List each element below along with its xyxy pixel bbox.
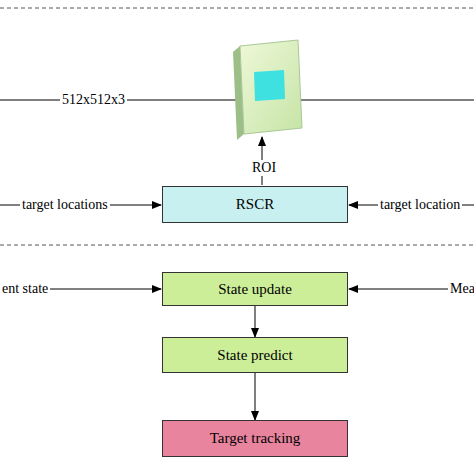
flow-label: target locations	[20, 197, 110, 213]
flow-arrow	[255, 306, 256, 337]
flow-label: ROI	[250, 160, 278, 176]
process-box: State update	[162, 272, 348, 306]
dashed-divider	[0, 8, 474, 9]
node-text: State predict	[217, 347, 292, 364]
flow-arrow	[255, 373, 256, 420]
process-box: RSCR	[162, 186, 348, 223]
flow-label: ent state	[0, 281, 50, 297]
image-plane	[240, 40, 302, 134]
roi-square	[254, 70, 285, 101]
node-text: State update	[218, 281, 292, 298]
flow-label: target location	[378, 197, 462, 213]
flow-label: 512x512x3	[60, 92, 127, 108]
dashed-divider	[0, 245, 474, 246]
output-line	[300, 100, 474, 101]
node-text: Target tracking	[210, 430, 301, 447]
flow-label: Mea	[448, 281, 474, 297]
process-box: State predict	[162, 337, 348, 373]
process-box: Target tracking	[162, 420, 348, 457]
node-text: RSCR	[236, 196, 274, 213]
